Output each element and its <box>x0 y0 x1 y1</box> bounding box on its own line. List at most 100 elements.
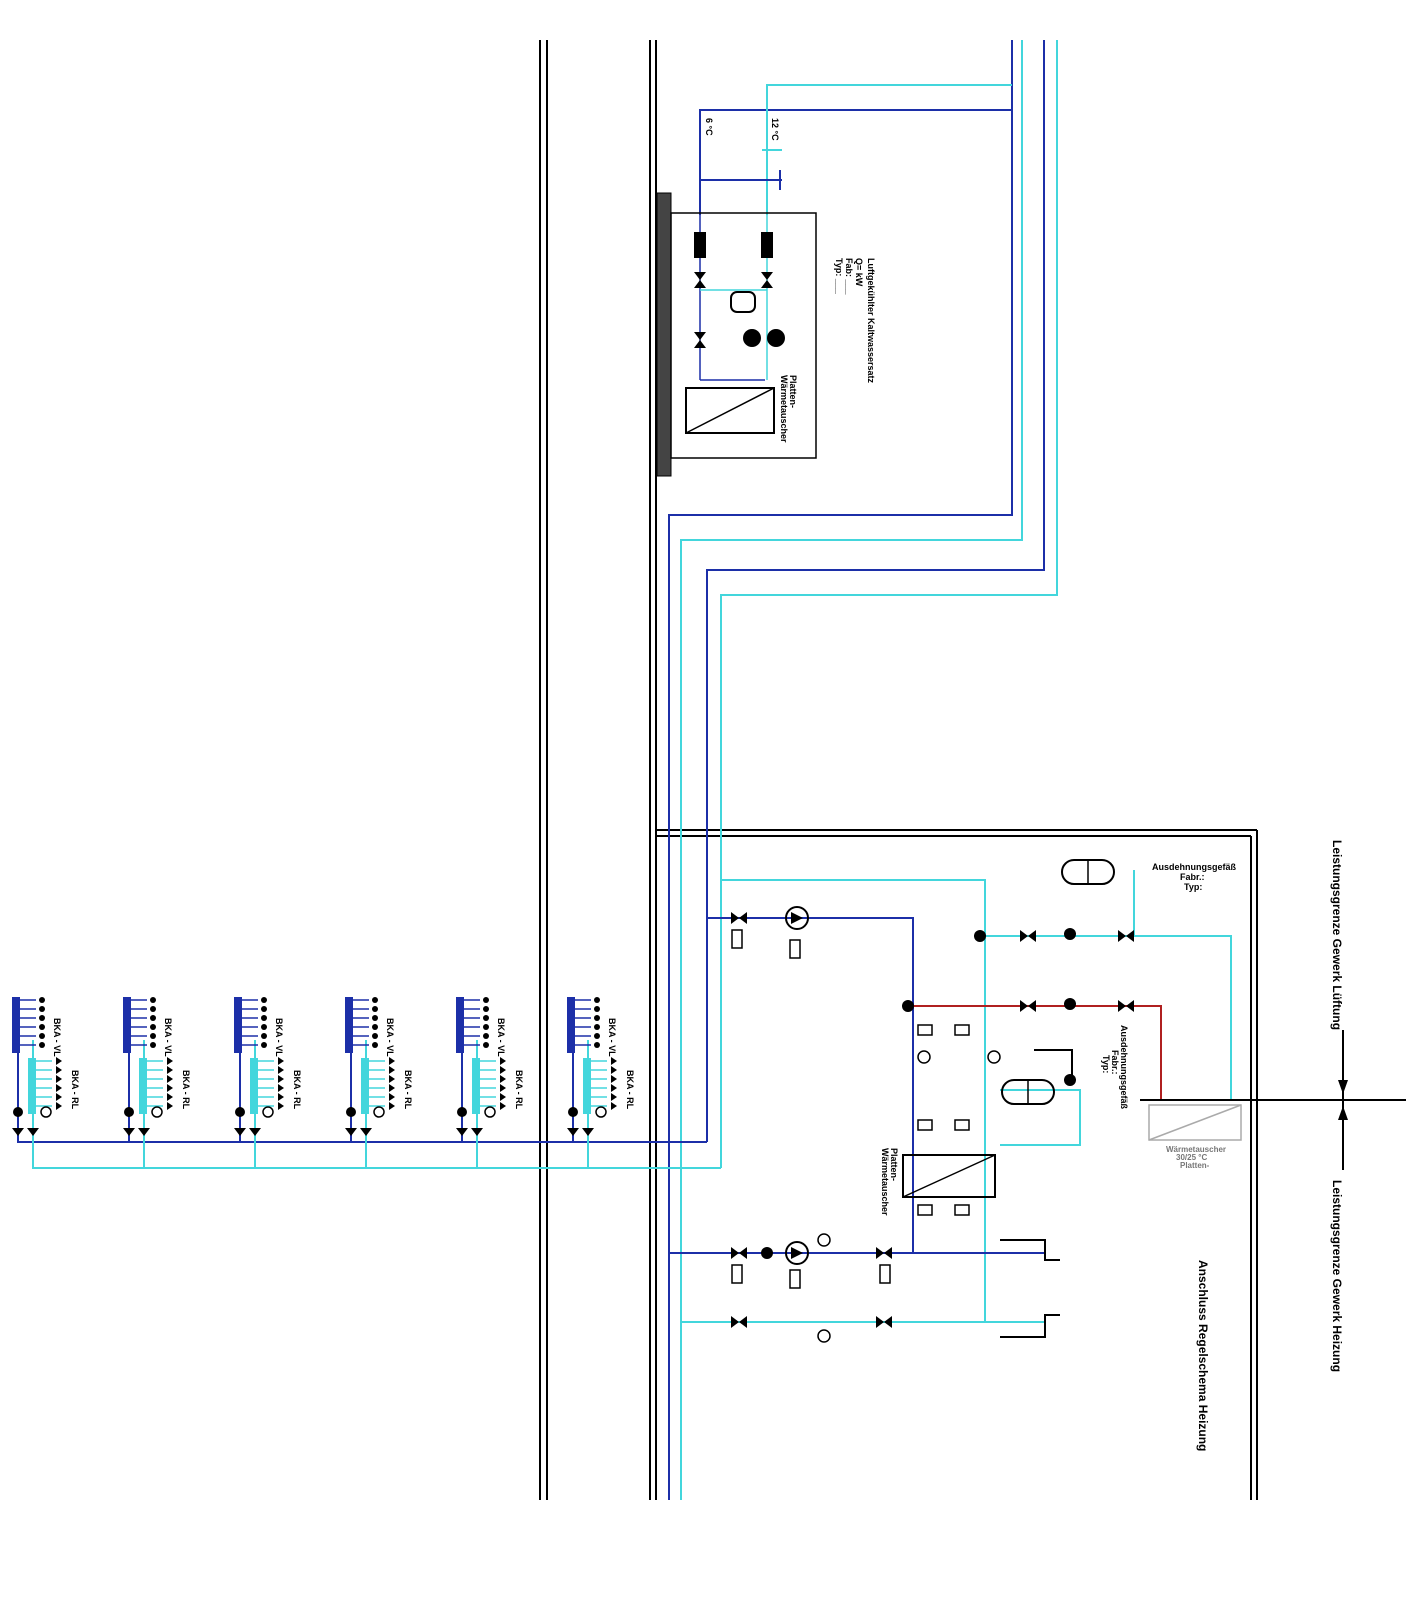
circuit-valve <box>389 1102 395 1110</box>
distributor-gauge <box>151 1106 163 1118</box>
circuit-valve <box>611 1084 617 1092</box>
distributors: BKA - VL BKA - RL BKA - VL BKA - RL BKA - VL… <box>12 997 635 1168</box>
distributor-valve <box>360 1128 372 1136</box>
boundary-upper: Leistungsgrenze Gewerk Lüftung <box>1330 840 1344 1030</box>
circuit-valve <box>278 1084 284 1092</box>
distributor-pump <box>568 1107 578 1117</box>
circuit-valve <box>39 1006 45 1012</box>
circuit-valve <box>39 1015 45 1021</box>
distributor-vl-label: BKA - VL <box>274 1018 284 1057</box>
heating-station-pipes <box>669 870 1232 1323</box>
chiller-hx-label-2: Wärmetauscher <box>779 375 789 443</box>
exp-top-2: Fabr.: <box>1180 872 1205 882</box>
circuit-valve <box>150 1024 156 1030</box>
exp-mid-2: Fabr.: <box>1110 1050 1120 1075</box>
circuit-valve <box>483 1015 489 1021</box>
circuit-valve <box>389 1084 395 1092</box>
circuit-valve <box>500 1084 506 1092</box>
supply-manifold <box>123 997 131 1053</box>
distributor-vl-label: BKA - VL <box>496 1018 506 1057</box>
distributor-rl-label: BKA - RL <box>70 1070 80 1110</box>
circuit-valve <box>483 1033 489 1039</box>
chiller-title: Luftgekühlter Kaltwassersatz <box>866 258 876 384</box>
supply-manifold <box>12 997 20 1053</box>
chiller-hx-label: Platten- <box>788 375 798 408</box>
circuit-valve <box>56 1057 62 1065</box>
circuit-valve <box>372 1006 378 1012</box>
return-manifold <box>583 1058 591 1114</box>
distributor-gauge <box>40 1106 52 1118</box>
circuit-valve <box>261 1006 267 1012</box>
distributor-rl-label: BKA - RL <box>181 1070 191 1110</box>
hx-label-1: Platten- <box>889 1148 899 1181</box>
circuit-valve <box>500 1102 506 1110</box>
circuit-valve <box>278 1075 284 1083</box>
return-manifold <box>361 1058 369 1114</box>
circuit-valve <box>389 1057 395 1065</box>
circuit-valve <box>483 1006 489 1012</box>
circuit-valve <box>611 1066 617 1074</box>
distributor-valve <box>567 1128 579 1136</box>
circuit-valve <box>278 1093 284 1101</box>
circuit-valve <box>500 1075 506 1083</box>
return-manifold <box>139 1058 147 1114</box>
circuit-valve <box>500 1093 506 1101</box>
circuit-valve <box>611 1057 617 1065</box>
circuit-valve <box>39 1042 45 1048</box>
circuit-valve <box>261 1042 267 1048</box>
circuit-valve <box>594 1006 600 1012</box>
circuit-valve <box>167 1093 173 1101</box>
circuit-valve <box>56 1102 62 1110</box>
return-manifold <box>28 1058 36 1114</box>
circuit-valve <box>594 997 600 1003</box>
distributor-gauge <box>484 1106 496 1118</box>
temp-supply: 6 °C <box>704 118 714 136</box>
hx-label-2: Wärmetauscher <box>880 1148 890 1216</box>
exp-mid-3: Typ: <box>1101 1055 1111 1073</box>
distributor-rl-label: BKA - RL <box>514 1070 524 1110</box>
circuit-valve <box>278 1066 284 1074</box>
distributor-valve <box>27 1128 39 1136</box>
hx-grey-1: Wärmetauscher <box>1166 1145 1226 1154</box>
chiller-q: Q= kW <box>854 258 864 287</box>
circuit-valve <box>261 1033 267 1039</box>
circuit-valve <box>611 1093 617 1101</box>
distributor-valve <box>234 1128 246 1136</box>
circuit-valve <box>594 1024 600 1030</box>
circuit-valve <box>278 1057 284 1065</box>
hx-grey-2: 30/25 °C <box>1176 1153 1207 1162</box>
circuit-valve <box>372 1015 378 1021</box>
circuit-valve <box>167 1102 173 1110</box>
circuit-valve <box>150 997 156 1003</box>
circuit-valve <box>483 997 489 1003</box>
hx-grey-3: Platten- <box>1180 1161 1210 1170</box>
distributor-valve <box>12 1128 24 1136</box>
circuit-valve <box>39 1024 45 1030</box>
distributor-pump <box>346 1107 356 1117</box>
exp-top-3: Typ: <box>1184 882 1202 892</box>
main-pipes <box>17 40 1058 1500</box>
circuit-valve <box>372 1042 378 1048</box>
circuit-valve <box>594 1015 600 1021</box>
chiller-typ: Typ: ___ <box>834 258 844 295</box>
circuit-valve <box>261 1024 267 1030</box>
distributor-vl-label: BKA - VL <box>385 1018 395 1057</box>
circuit-valve <box>150 1033 156 1039</box>
circuit-valve <box>611 1102 617 1110</box>
boundary-marker: Leistungsgrenze Gewerk Lüftung Leistungs… <box>1140 840 1406 1372</box>
circuit-valve <box>483 1042 489 1048</box>
circuit-valve <box>372 997 378 1003</box>
circuit-valve <box>56 1075 62 1083</box>
supply-manifold <box>567 997 575 1053</box>
circuit-valve <box>372 1033 378 1039</box>
circuit-valve <box>389 1075 395 1083</box>
circuit-valve <box>594 1033 600 1039</box>
circuit-valve <box>39 1033 45 1039</box>
circuit-valve <box>500 1066 506 1074</box>
distributor-vl-label: BKA - VL <box>607 1018 617 1057</box>
distributor-valve <box>123 1128 135 1136</box>
circuit-valve <box>372 1024 378 1030</box>
roof-hatch <box>656 192 672 477</box>
distributor-gauge <box>595 1106 607 1118</box>
